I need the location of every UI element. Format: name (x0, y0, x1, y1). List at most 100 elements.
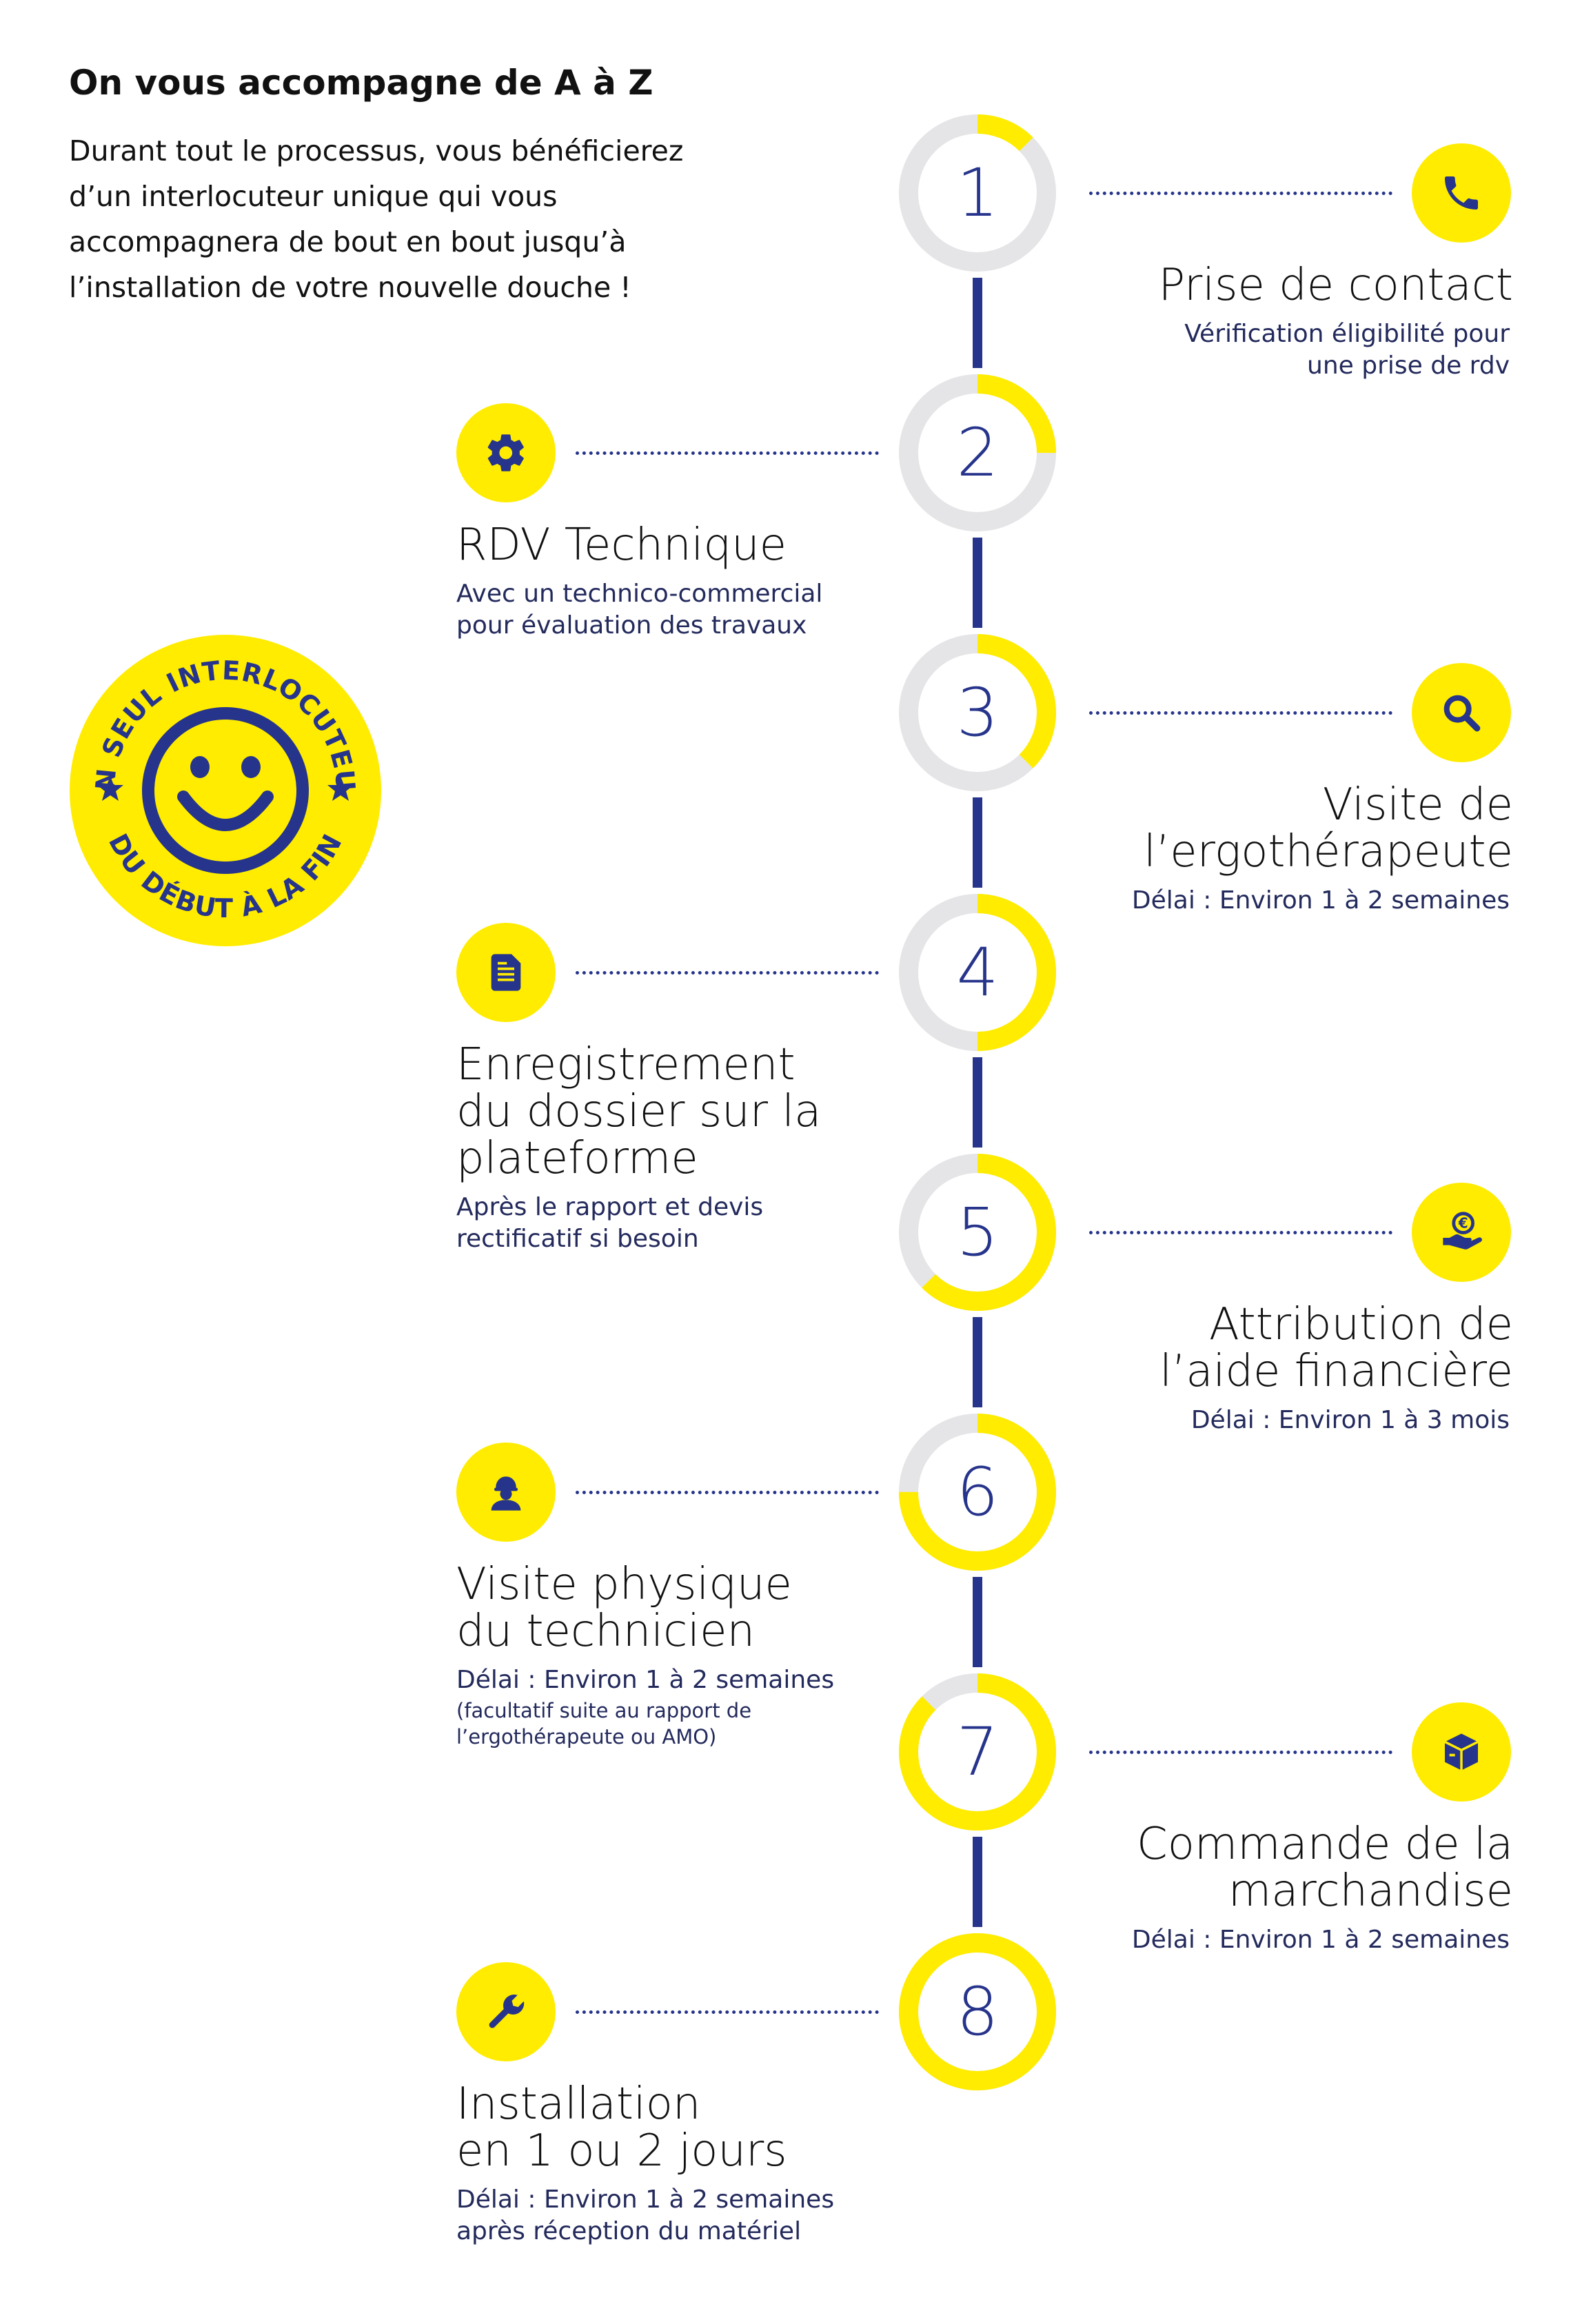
technician-icon (484, 1470, 528, 1514)
step-title-line: l’aide financière (1159, 1346, 1513, 1397)
step-number: 3 (956, 674, 999, 751)
step-title-line: Enregistrement (456, 1039, 795, 1090)
timeline-connector (973, 797, 982, 888)
document-icon (484, 950, 528, 995)
step-title-line: Visite physique (456, 1559, 792, 1610)
timeline-connector (973, 1057, 982, 1148)
timeline-connector (973, 1837, 982, 1927)
wrench-icon-badge (456, 1962, 556, 2061)
ring-progress-arc (899, 894, 1056, 1051)
document-icon-badge (456, 923, 556, 1022)
ring-progress-arc (899, 1673, 1056, 1831)
svg-text:€: € (1458, 1215, 1468, 1232)
timeline-connector (973, 1577, 982, 1667)
step-subtitle: Délai : Environ 1 à 2 semaines après réce… (456, 2184, 834, 2247)
ring-graphic (899, 1933, 1056, 2090)
step-title-line: Prise de contact (1158, 260, 1513, 311)
dotted-connector (1089, 1231, 1392, 1234)
dotted-connector (576, 971, 879, 975)
ring-progress-arc (899, 1414, 1056, 1571)
step-subtitle-line: Vérification éligibilité pour (1184, 320, 1510, 348)
step-progress-ring: 5 (898, 1153, 1057, 1312)
step-title-line: plateforme (456, 1133, 698, 1184)
gear-icon (484, 431, 528, 475)
dotted-connector (576, 2010, 879, 2014)
step-number: 1 (956, 154, 999, 232)
step-subtitle-line: une prise de rdv (1307, 351, 1510, 380)
step-progress-ring: 4 (898, 893, 1057, 1052)
step-number: 6 (956, 1454, 999, 1531)
timeline-connector (973, 1317, 982, 1407)
dotted-connector (576, 451, 879, 455)
step-title-line: l’ergothérapeute (1144, 826, 1513, 877)
step-title-line: RDV Technique (456, 520, 787, 571)
step-subtitle: Délai : Environ 1 à 2 semaines (1132, 1924, 1510, 1956)
step-number: 8 (956, 1973, 999, 2050)
gear-icon-badge (456, 403, 556, 502)
intro-line: d’un interlocuteur unique qui vous (69, 180, 558, 213)
step-subtitle-line: Après le rapport et devis (456, 1193, 764, 1221)
intro-line: Durant tout le processus, vous bénéficie… (69, 134, 684, 167)
step-subtitle-line: pour évaluation des travaux (456, 611, 807, 640)
timeline-connector (973, 538, 982, 628)
ring-graphic (899, 1154, 1056, 1311)
step-title-line: Commande de la (1137, 1819, 1513, 1870)
step-progress-ring: 1 (898, 114, 1057, 272)
timeline-connector (973, 278, 982, 368)
intro-line: l’installation de votre nouvelle douche … (69, 271, 631, 304)
step-title: RDV Technique (456, 522, 787, 569)
step-progress-ring: 2 (898, 374, 1057, 532)
step-title-line: Installation (456, 2079, 701, 2130)
step-title-line: en 1 ou 2 jours (456, 2126, 787, 2177)
ring-progress-arc (899, 114, 1056, 272)
ring-graphic (899, 374, 1056, 531)
step-title: Prise de contact (1159, 262, 1513, 309)
box-icon (1439, 1730, 1483, 1774)
step-subtitle: Délai : Environ 1 à 2 semaines (1132, 885, 1510, 917)
star-icon (97, 776, 123, 801)
step-subtitle-line: Délai : Environ 1 à 2 semaines (456, 1666, 835, 1694)
step-subtitle-line: Délai : Environ 1 à 2 semaines (456, 2185, 835, 2214)
step-subtitle: Délai : Environ 1 à 2 semaines (456, 1664, 834, 1696)
single-contact-badge: UN SEUL INTERLOCUTEUR DU DÉBUT À LA FIN (57, 609, 383, 948)
phone-icon-badge (1412, 143, 1511, 243)
euro-hand-icon: € (1439, 1210, 1483, 1254)
step-number: 5 (956, 1194, 999, 1271)
step-title-line: du technicien (456, 1606, 755, 1657)
step-subtitle: Délai : Environ 1 à 3 mois (1191, 1405, 1510, 1436)
page-title: On vous accompagne de A à Z (69, 63, 653, 103)
ring-progress-arc (899, 1933, 1056, 2090)
search-icon (1439, 691, 1483, 735)
step-subtitle-line: Délai : Environ 1 à 2 semaines (1131, 886, 1510, 915)
dotted-connector (1089, 1751, 1392, 1754)
ring-progress-arc (899, 1154, 1056, 1311)
step-title-line: du dossier sur la (456, 1086, 822, 1137)
step-subtitle: Vérification éligibilité pour une prise d… (1184, 318, 1510, 382)
ring-graphic (899, 1414, 1056, 1571)
intro-line: accompagnera de bout en bout jusqu’à (69, 225, 627, 258)
step-subtitle-line: Délai : Environ 1 à 2 semaines (1131, 1926, 1510, 1954)
ring-graphic (899, 1673, 1056, 1831)
dotted-connector (1089, 192, 1392, 195)
ring-graphic (899, 894, 1056, 1051)
dotted-connector (576, 1491, 879, 1494)
step-subtitle-line: après réception du matériel (456, 2217, 802, 2245)
dotted-connector (1089, 711, 1392, 715)
step-subtitle-line: Délai : Environ 1 à 3 mois (1190, 1406, 1510, 1434)
step-progress-ring: 3 (898, 633, 1057, 792)
step-note-line: (facultatif suite au rapport de (456, 1699, 752, 1722)
step-progress-ring: 6 (898, 1413, 1057, 1571)
technician-icon-badge (456, 1443, 556, 1542)
ring-graphic (899, 634, 1056, 791)
step-title-line: Visite de (1322, 779, 1513, 830)
box-icon-badge (1412, 1702, 1511, 1802)
